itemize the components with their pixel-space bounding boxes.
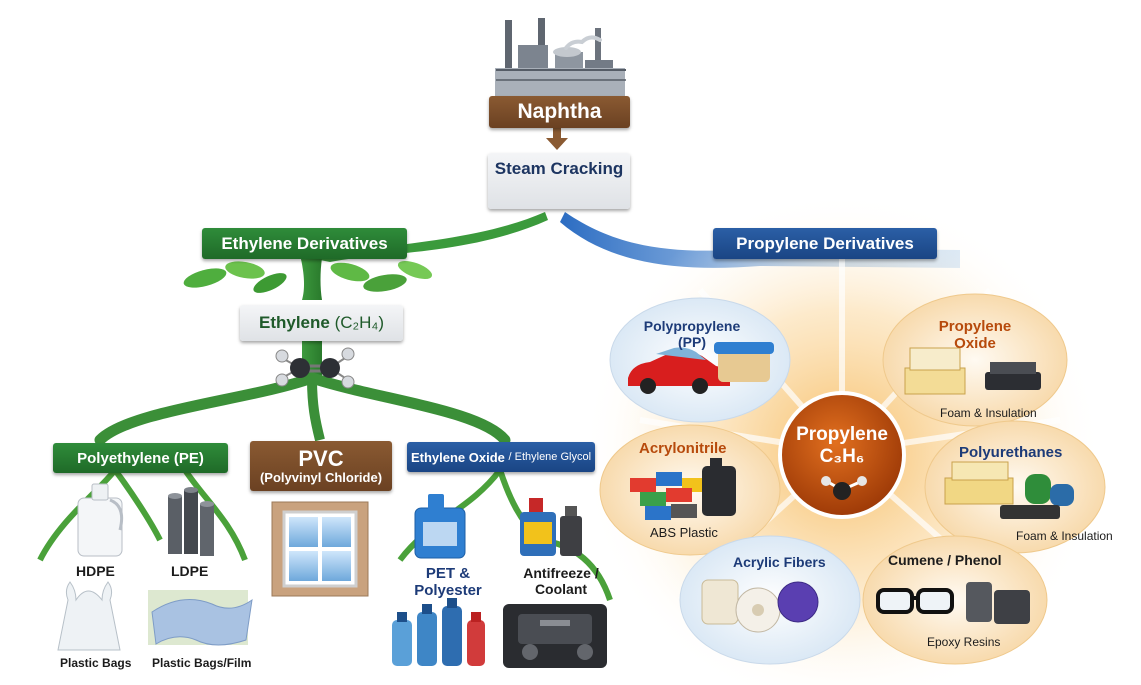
propylene-derivatives-label: Propylene Derivatives (736, 233, 914, 253)
hdpe-label: HDPE (76, 563, 115, 579)
ethylene-oxide-label: Ethylene Oxide (410, 449, 505, 465)
propylene-hub-text: Propylene C₃H₆ (780, 424, 904, 468)
glasses-icon (876, 582, 1030, 624)
polyethylene-header: Polyethylene (PE) (53, 443, 228, 473)
propylene-oxide-label: Propylene Oxide (938, 318, 1012, 353)
engine-icon (503, 604, 607, 668)
bottles-icon (392, 598, 485, 666)
flow-arrow (546, 127, 568, 150)
plastic-bags-label: Plastic Bags (60, 656, 132, 670)
car-icon (628, 347, 730, 394)
ethylene-name: Ethylene (258, 313, 330, 332)
window-icon (271, 501, 369, 597)
ethylene-box: Ethylene (C₂H₄) (240, 305, 403, 341)
propylene-oxide-caption: Foam & Insulation (940, 406, 1037, 420)
jug-icon (77, 483, 124, 557)
steam-cracking-box: Steam Cracking (488, 153, 630, 209)
polypropylene-label: Polypropylene (PP) (643, 318, 741, 351)
propylene-name: Propylene (796, 424, 888, 445)
bubble-cumene-phenol (862, 535, 1048, 665)
naphtha-box: Naphtha (489, 96, 630, 128)
propylene-derivatives-banner: Propylene Derivatives (713, 228, 937, 259)
pet-polyester-label: PET & Polyester (414, 565, 482, 600)
bricks-icon (630, 458, 736, 520)
polyurethanes-label: Polyurethanes (959, 444, 1063, 461)
propylene-hub (778, 391, 906, 519)
refinery-icon (495, 18, 626, 98)
steam-cracking-label: Steam Cracking (494, 159, 624, 178)
insulation-icon (944, 461, 1074, 519)
pvc-subtitle: (Polyvinyl Chloride) (259, 469, 383, 485)
antifreeze-label: Antifreeze / Coolant (523, 565, 599, 598)
antifreeze-icon (520, 498, 582, 556)
naphtha-label: Naphtha (517, 100, 602, 123)
ethylene-molecule-icon (275, 347, 355, 389)
plastic-bag-icon (57, 581, 121, 651)
epoxy-resins-caption: Epoxy Resins (927, 635, 1001, 649)
pvc-label: PVC (298, 445, 344, 471)
ethylene-derivatives-label: Ethylene Derivatives (221, 233, 388, 253)
acrylic-fibers-label: Acrylic Fibers (733, 554, 826, 570)
film-icon (148, 590, 253, 646)
ethylene-glycol-label: / Ethylene Glycol (508, 451, 592, 463)
cumene-phenol-label: Cumene / Phenol (888, 552, 1002, 568)
propylene-formula: C₃H₆ (819, 446, 865, 467)
ethylene-oxide-header: Ethylene Oxide / Ethylene Glycol (407, 442, 595, 472)
yarn-icon (701, 579, 819, 633)
polyethylene-label: Polyethylene (PE) (77, 449, 204, 467)
polyurethanes-caption: Foam & Insulation (1016, 529, 1113, 543)
plastic-bags-film-label: Plastic Bags/Film (152, 656, 252, 670)
abs-plastic-caption: ABS Plastic (650, 525, 718, 540)
acrylonitrile-label: Acrylonitrile (639, 440, 727, 457)
pvc-header: PVC (Polyvinyl Chloride) (250, 441, 392, 491)
container-icon (714, 342, 774, 382)
foam-icon (904, 347, 1041, 395)
jug-icon (414, 494, 466, 559)
pipes-icon (168, 487, 214, 556)
ethylene-formula: (C₂H₄) (334, 313, 384, 332)
ethylene-derivatives-banner: Ethylene Derivatives (202, 228, 407, 259)
propylene-molecule-icon (821, 476, 867, 500)
ldpe-label: LDPE (171, 563, 209, 579)
